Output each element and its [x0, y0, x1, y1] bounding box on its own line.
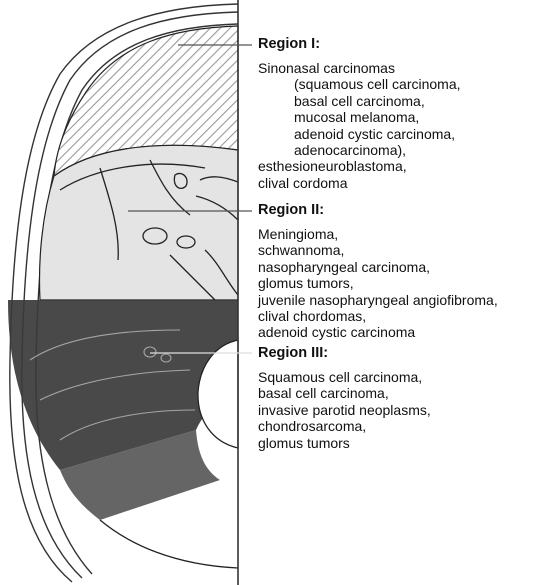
posterior-fossa-edge: [99, 519, 239, 569]
region-2-item: glomus tumors,: [258, 275, 354, 292]
region-2-label-block: Region II: Meningioma, schwannoma, nasop…: [258, 202, 533, 341]
region-3-item: Squamous cell carcinoma,: [258, 369, 423, 385]
region-2-bone-details: [59, 159, 239, 301]
region-3-posterior-zone: [8, 300, 238, 470]
region-2-item: schwannoma,: [258, 242, 345, 259]
region-1-item: Sinonasal carcinomas: [258, 60, 395, 76]
region-3-item: basal cell carcinoma,: [258, 385, 389, 402]
region-2-item: nasopharyngeal carcinoma,: [258, 258, 430, 275]
region-3-lower-band: [60, 430, 220, 520]
region-3-list: Squamous cell carcinoma, basal cell carc…: [258, 369, 533, 451]
region-1-item: adenocarcinoma),: [294, 142, 407, 159]
region-3-detail-lines: [29, 329, 196, 441]
region-1-item: (squamous cell carcinoma,: [294, 76, 461, 93]
region-2-list: Meningioma, schwannoma, nasopharyngeal c…: [258, 226, 533, 341]
region-3-label-block: Region III: Squamous cell carcinoma, bas…: [258, 345, 533, 451]
region-3-item: glomus tumors: [258, 434, 350, 451]
region-2-item: Meningioma,: [258, 226, 339, 242]
region-2-item: juvenile nasopharyngeal angiofibroma,: [258, 291, 498, 308]
region-1-item: adenoid cystic carcinoma,: [294, 125, 456, 142]
region-2-item: clival chordomas,: [258, 308, 367, 325]
region-1-list: Sinonasal carcinomas (squamous cell carc…: [258, 60, 533, 191]
region-3-item: invasive parotid neoplasms,: [258, 401, 431, 418]
region-2-item: adenoid cystic carcinoma: [258, 324, 416, 341]
region-1-item: esthesioneuroblastoma,: [258, 158, 407, 175]
region-2-middle-fossa: [38, 144, 239, 301]
region-1-item: basal cell carcinoma,: [294, 92, 425, 109]
region-3-title: Region III:: [258, 345, 329, 361]
region-1-label-block: Region I: Sinonasal carcinomas (squamous…: [258, 36, 533, 191]
region-1-title: Region I:: [258, 36, 321, 52]
region-2-title: Region II:: [258, 202, 325, 218]
foramen-magnum: [197, 339, 239, 449]
region-1-item: mucosal melanoma,: [294, 109, 420, 126]
region-1-item: clival cordoma: [258, 174, 348, 191]
region-3-item: chondrosarcoma,: [258, 418, 367, 435]
